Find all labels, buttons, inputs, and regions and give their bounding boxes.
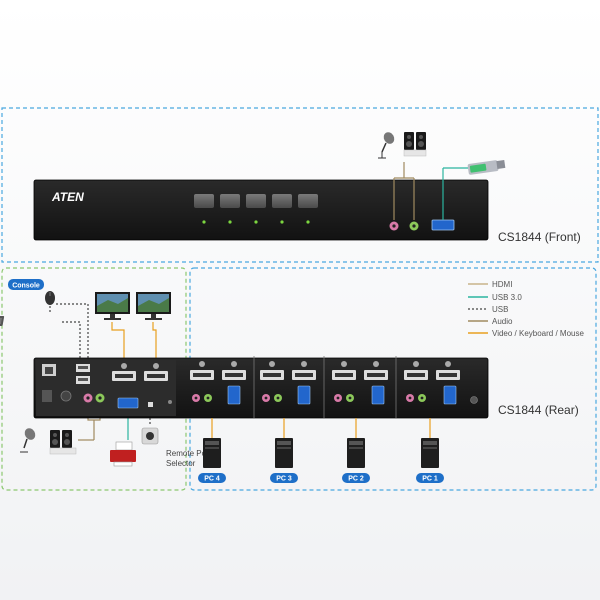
pc2-ports (332, 361, 388, 405)
speakers-icon (403, 132, 427, 157)
console-badge-label: Console (12, 283, 40, 290)
pc3-label: PC 3 (276, 476, 292, 483)
legend-usb3: USB 3.0 (492, 293, 522, 302)
printer-icon (110, 441, 136, 467)
mouse-icon (45, 291, 55, 305)
pc4-ports (190, 361, 246, 405)
power-jack (60, 390, 72, 402)
port-button-2 (220, 194, 240, 208)
remote-port-label: Remote Port (166, 449, 212, 458)
pc4-label: PC 4 (204, 476, 220, 483)
port-button-4 (272, 194, 292, 208)
usb-drive-icon (467, 159, 506, 175)
pc-tower-2: PC 2 (342, 438, 370, 483)
legend: HDMI USB 3.0 USB Audio Video / Keyboard … (468, 280, 584, 338)
front-caption: CS1844 (Front) (498, 230, 581, 244)
monitor-left-icon (95, 292, 130, 320)
front-usb3-port (431, 219, 455, 231)
pc1-badge (416, 473, 444, 483)
remote-port-selector-icon (141, 427, 159, 445)
pc2-badge (342, 473, 370, 483)
port-button-3 (246, 194, 266, 208)
port-button-5 (298, 194, 318, 208)
pc1-ports (404, 361, 478, 405)
rear-speakers-icon (49, 430, 77, 455)
port-button-1 (194, 194, 214, 208)
pc-tower-1: PC 1 (416, 438, 444, 483)
legend-vkm: Video / Keyboard / Mouse (492, 329, 584, 338)
pc1-label: PC 1 (422, 476, 438, 483)
pc2-label: PC 2 (348, 476, 364, 483)
remote-port (148, 402, 153, 407)
front-section-frame (1, 107, 599, 263)
legend-hdmi: HDMI (492, 280, 512, 289)
rear-caption: CS1844 (Rear) (498, 403, 579, 417)
console-badge: Console (8, 279, 44, 290)
port-buttons (194, 194, 318, 224)
pc3-badge (270, 473, 298, 483)
legend-audio: Audio (492, 317, 513, 326)
selector-label: Selector (166, 459, 196, 468)
power-switch (42, 390, 52, 402)
console-cables (49, 303, 157, 441)
console-usb3-port (117, 397, 139, 409)
rear-mic-icon (20, 428, 36, 453)
pc4-badge (198, 473, 226, 483)
rear-panel (33, 356, 489, 419)
front-panel: ATEN (33, 179, 489, 241)
pc-tower-4: PC 4 (198, 438, 226, 483)
pc-tower-3: PC 3 (270, 438, 298, 483)
legend-usb: USB (492, 305, 508, 314)
pc-cables (211, 418, 431, 438)
aten-logo: ATEN (51, 190, 84, 204)
mic-icon (378, 132, 395, 159)
front-audio-cables (393, 162, 468, 220)
pc3-ports (260, 361, 316, 405)
monitor-right-icon (136, 292, 171, 320)
